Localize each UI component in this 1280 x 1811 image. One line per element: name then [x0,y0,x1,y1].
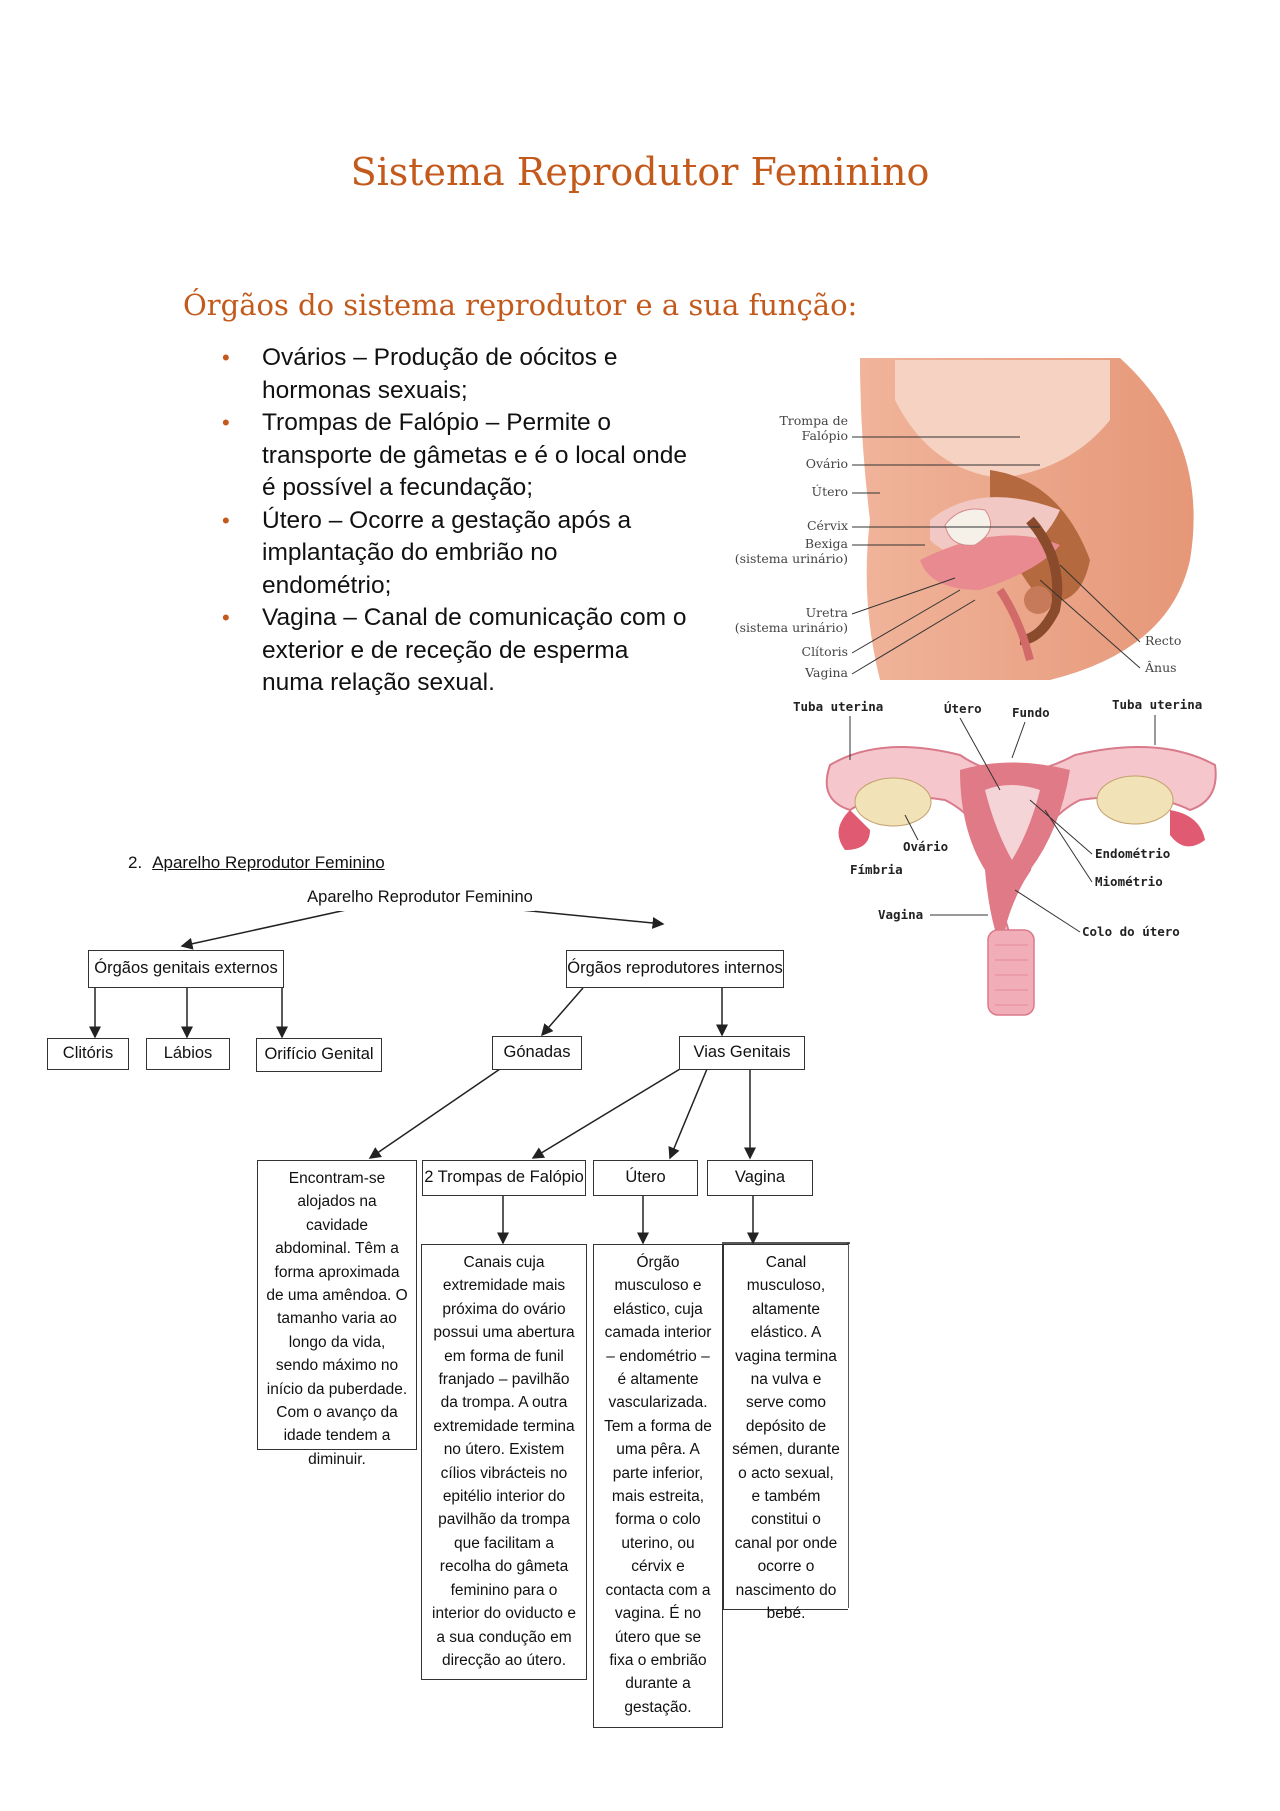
label-endometrio: Endométrio [1095,846,1170,861]
concept-vagina: Vagina [707,1160,813,1196]
concept-internos: Órgãos reprodutores internos [566,950,784,988]
concept-vagina-desc: Canal musculoso, altamente elástico. A v… [723,1244,848,1622]
concept-utero: Útero [593,1160,698,1196]
label-trompa-2: Falópio [802,428,848,443]
label-trompa-1: Trompa de [779,413,848,428]
concept-trompas-desc: Canais cuja extremidade mais próxima do … [421,1244,587,1680]
label-cervix: Cérvix [807,518,848,533]
list-item: •Ovários – Produção de oócitos e hormona… [222,344,618,404]
label-uretra: Uretra [806,605,849,620]
label-uretra-sub: (sistema urinário) [735,620,848,635]
list-item: •Trompas de Falópio – Permite o transpor… [222,409,687,501]
label-fundo: Fundo [1012,705,1050,720]
organ-function-list: •Ovários – Produção de oócitos e hormona… [218,342,688,700]
label-recto: Recto [1145,633,1181,648]
concept-externos: Órgãos genitais externos [88,950,284,988]
label-tuba-right: Tuba uterina [1112,697,1202,712]
bullet-icon: • [222,507,230,533]
label-ovario-front: Ovário [903,839,948,854]
page-title: Sistema Reprodutor Feminino [350,150,930,194]
concept-labios: Lábios [146,1038,230,1070]
section-subtitle: Órgãos do sistema reprodutor e a sua fun… [183,288,858,322]
bullet-icon: • [222,605,230,630]
label-colo: Colo do útero [1082,924,1180,939]
label-bexiga-sub: (sistema urinário) [735,551,848,566]
label-utero-front: Útero [944,701,982,716]
label-clitoris: Clítoris [802,644,849,659]
concept-orificio: Orifício Genital [256,1038,382,1072]
concept-clitoris: Clitóris [47,1038,129,1070]
label-vagina-sag: Vagina [804,665,848,680]
concept-vias: Vias Genitais [679,1036,805,1070]
label-fimbria: Fímbria [850,862,903,877]
concept-gonadas: Gónadas [492,1036,582,1070]
label-miometrio: Miométrio [1095,874,1163,889]
concept-trompas: 2 Trompas de Falópio [422,1160,586,1196]
concept-utero-desc: Órgão musculoso e elástico, cuja camada … [593,1244,723,1728]
list-item: •Útero – Ocorre a gestação após a implan… [222,506,632,599]
concept-root: Aparelho Reprodutor Feminino [305,885,535,911]
label-bexiga: Bexiga [805,536,849,551]
list-item: •Vagina – Canal de comunicação com o ext… [222,604,687,696]
concept-gonadas-desc: Encontram-se alojados na cavidade abdomi… [257,1160,417,1468]
label-utero: Útero [812,483,848,499]
bullet-icon: • [222,345,230,370]
label-vagina-front: Vagina [878,907,923,922]
bullet-icon: • [222,410,230,435]
concept-map-heading: 2.Aparelho Reprodutor Feminino [128,853,385,872]
label-anus: Ânus [1144,660,1177,675]
label-tuba-left: Tuba uterina [793,699,883,714]
label-ovario: Ovário [806,456,848,471]
